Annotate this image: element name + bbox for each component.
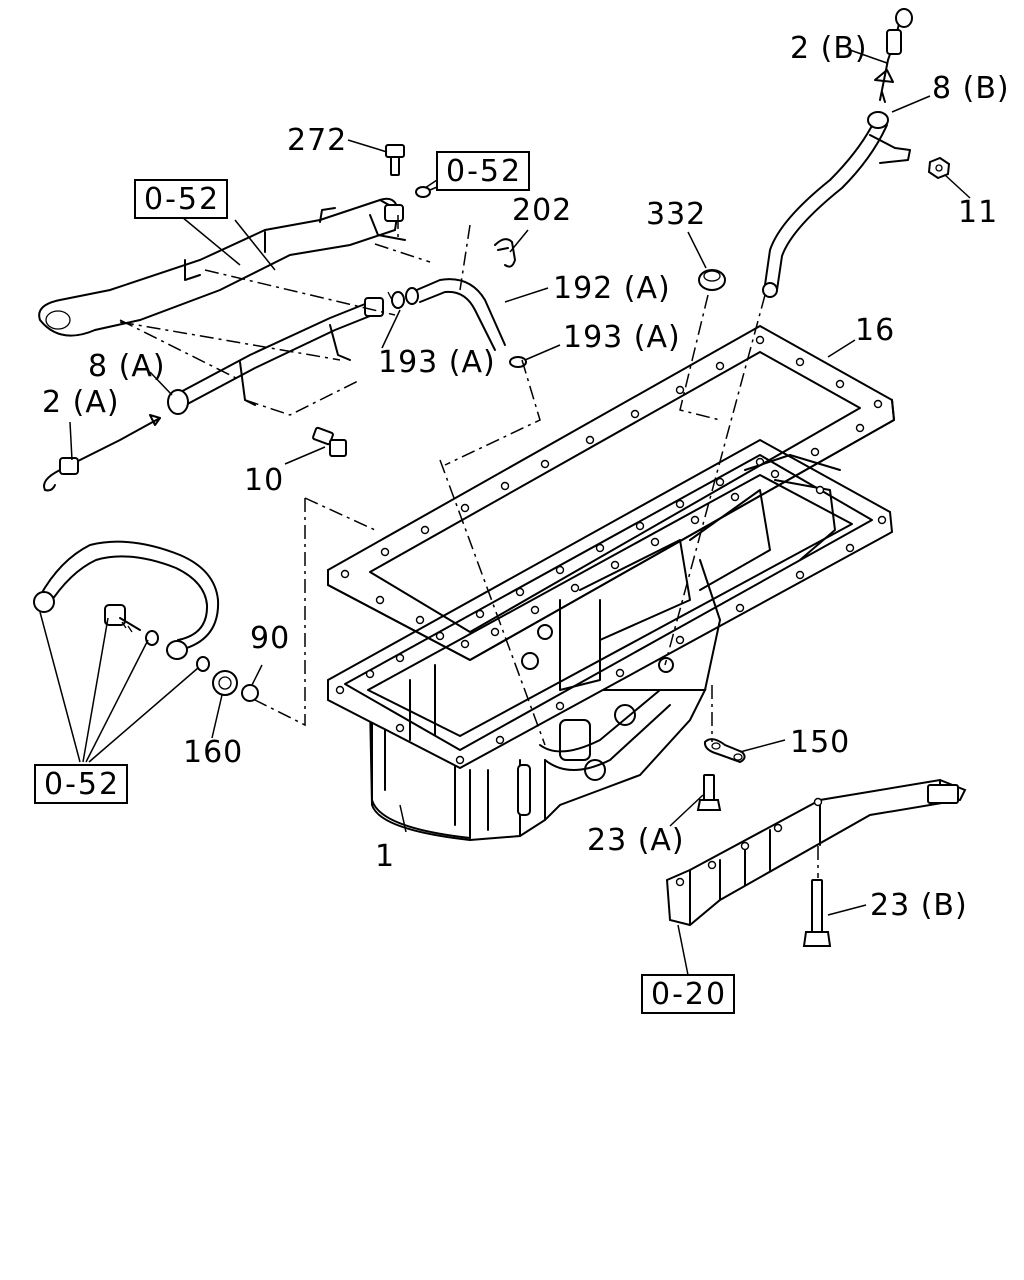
label-11: 11 [958,195,998,230]
label-2a: 2 (A) [42,385,120,420]
label-192a: 192 (A) [553,271,671,306]
dipstick-guide-tube-a [167,297,384,415]
leader-lines [39,49,971,976]
label-10: 10 [244,463,284,498]
ref-box-top-left[interactable]: 0-52 [134,179,228,219]
breather-hose-192a [405,278,506,351]
label-1: 1 [375,839,395,874]
bolt-272 [385,144,405,176]
label-16: 16 [855,313,895,348]
label-90: 90 [250,621,290,656]
clamp-193a-right [509,356,527,368]
label-193a-right: 193 (A) [563,320,681,355]
frame-member-right [665,778,967,927]
label-332: 332 [646,197,706,232]
bracket-150 [703,738,746,764]
label-8b: 8 (B) [932,71,1010,106]
label-23b: 23 (B) [870,888,968,923]
adapter-160 [212,670,238,696]
label-272: 272 [287,123,347,158]
label-2b: 2 (B) [790,31,868,66]
dipstick-guide-tube-b [762,111,911,298]
bolt-10 [312,426,347,457]
engine-bracket-top [38,197,406,337]
oil-hose-left [33,540,220,660]
dipstick-a [43,414,161,492]
ref-box-top-center[interactable]: 0-52 [436,151,530,191]
eye-bolt-left [104,604,141,633]
label-8a: 8 (A) [88,349,166,384]
washer-left [145,630,159,646]
label-23a: 23 (A) [587,823,685,858]
clamp-193a-left [387,291,405,309]
label-193a-left: 193 (A) [378,345,496,380]
gasket-holes [340,335,883,649]
bolt-23b [802,879,832,947]
bolt-23a [696,774,722,811]
ref-label-bottom-left: 0-52 [44,767,120,802]
ref-label-top-left: 0-52 [144,182,220,217]
filler-cap-332 [698,269,726,291]
ref-box-bottom-left[interactable]: 0-52 [34,764,128,804]
ref-label-top-center: 0-52 [446,154,522,189]
washer-right [196,656,210,672]
label-150: 150 [790,725,850,760]
ref-box-bottom-right[interactable]: 0-20 [641,974,735,1014]
nut-11 [927,156,951,180]
label-202: 202 [512,193,572,228]
alignment-lines [119,215,819,878]
washer-272 [415,186,431,198]
oil-pan [327,438,894,842]
oil-pan-gasket [327,324,896,662]
callout-labels: 2 (B) 8 (B) 11 272 202 332 192 (A) 193 (… [42,31,1010,923]
dipstick-b [874,8,913,103]
o-ring-90 [241,684,259,702]
pan-flange-holes [335,457,887,765]
label-160: 160 [183,735,243,770]
ref-label-bottom-right: 0-20 [651,977,727,1012]
clip-202 [494,238,516,268]
